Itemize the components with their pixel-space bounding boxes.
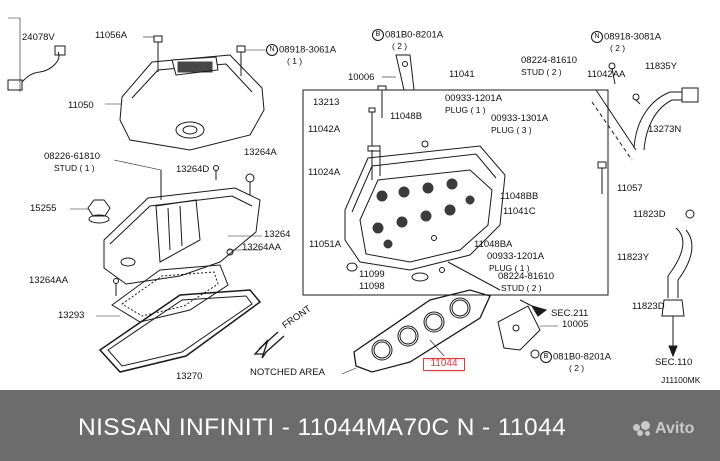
caption-bar xyxy=(0,390,720,461)
label-qty: ( 2 ) xyxy=(610,43,626,53)
label-13213: 13213 xyxy=(313,97,340,108)
cylinder-head-drawing xyxy=(344,85,506,291)
n-circle-icon: N xyxy=(266,44,278,56)
avito-brand-text: Avito xyxy=(655,420,695,437)
label-11024a: 11024A xyxy=(308,167,341,178)
engine-cover-drawing xyxy=(105,54,265,151)
label-11098: 11098 xyxy=(359,281,385,292)
front-arrow-drawing xyxy=(253,331,285,359)
bolt-08918-drawing xyxy=(236,45,266,76)
label-11057: 11057 xyxy=(617,183,643,194)
label-11042a: 11042A xyxy=(308,124,341,135)
avito-dots-icon xyxy=(633,420,655,437)
label-11823y: 11823Y xyxy=(617,252,650,263)
label-stud: STUD ( 2 ) xyxy=(521,67,562,77)
lifting-bracket-10006-drawing xyxy=(382,54,415,91)
label-11048bb: 11048BB xyxy=(500,191,539,202)
blowby-hose-drawing xyxy=(591,62,699,358)
label-11823d-top: 11823D xyxy=(633,209,666,220)
label-stud: STUD ( 2 ) xyxy=(501,283,542,293)
label-08224-81610-bottom: 08224-81610 xyxy=(498,271,554,282)
label-13264aa-left: 13264AA xyxy=(29,275,69,286)
label-00933-1301a: 00933-1301A xyxy=(491,113,549,124)
label-11051a: 11051A xyxy=(309,239,342,250)
label-sec-110: SEC.110 xyxy=(655,357,693,368)
bolt-11056a-drawing xyxy=(143,35,163,72)
label-15255: 15255 xyxy=(30,203,57,214)
label-00933-1201a-bottom: 00933-1201A xyxy=(487,251,545,262)
highlighted-part-11044: 11044 xyxy=(423,358,465,371)
part-number-caption: NISSAN INFINITI - 11044MA70C N - 11044 xyxy=(78,414,567,441)
label-11056a: 11056A xyxy=(95,30,128,41)
label-24078v: 24078V xyxy=(22,32,55,43)
label-notched-area: NOTCHED AREA xyxy=(250,367,325,378)
label-j11100mk: J11100MK xyxy=(661,375,701,385)
label-08226-61810: 08226-61810 xyxy=(44,151,100,162)
label-qty: ( 2 ) xyxy=(569,363,585,373)
label-13293: 13293 xyxy=(58,310,85,321)
label-11050: 11050 xyxy=(68,100,94,111)
label-qty: ( 2 ) xyxy=(392,41,408,51)
b-circle-icon: B xyxy=(540,351,552,363)
label-stud: STUD ( 1 ) xyxy=(54,163,95,173)
bracket-10005-drawing xyxy=(497,305,558,359)
label-plug: PLUG ( 1 ) xyxy=(445,105,486,115)
label-11048ba: 11048BA xyxy=(474,239,513,250)
label-13264aa-right: 13264AA xyxy=(242,242,282,253)
rocker-gasket-drawing xyxy=(96,264,262,373)
label-11041: 11041 xyxy=(449,69,475,80)
label-00933-1201a-top: 00933-1201A xyxy=(445,93,503,104)
sensor-harness-drawing xyxy=(7,17,66,92)
label-qty: ( 1 ) xyxy=(287,56,303,66)
label-11823d-bottom: 11823D xyxy=(632,301,665,312)
label-13264d: 13264D xyxy=(176,164,210,175)
cylinder-head-frame xyxy=(302,89,609,296)
label-13273n: 13273N xyxy=(648,124,682,135)
rocker-cover-drawing xyxy=(103,187,262,285)
oil-filler-cap-drawing xyxy=(70,199,111,224)
label-10006: 10006 xyxy=(348,72,375,83)
head-gasket-drawing xyxy=(353,289,491,373)
label-13270: 13270 xyxy=(176,371,203,382)
avito-watermark: Avito xyxy=(633,420,694,438)
label-plug: PLUG ( 1 ) xyxy=(489,263,530,273)
label-plug: PLUG ( 3 ) xyxy=(491,125,532,135)
label-11835y: 11835Y xyxy=(645,61,678,72)
label-13264: 13264 xyxy=(264,229,291,240)
stud-08226-drawing xyxy=(113,159,255,200)
n-circle-icon: N xyxy=(591,31,603,43)
label-sec-211: SEC.211 xyxy=(551,308,589,319)
label-08224-81610-top: 08224-81610 xyxy=(521,55,577,66)
diagram-drawing xyxy=(7,17,699,375)
label-11048b-top: 11048B xyxy=(390,111,423,122)
label-11042aa: 11042AA xyxy=(587,69,626,80)
label-11099: 11099 xyxy=(359,269,385,280)
b-circle-icon: B xyxy=(372,29,384,41)
label-10005: 10005 xyxy=(562,319,589,330)
label-13264a: 13264A xyxy=(244,147,277,158)
label-11041c: 11041C xyxy=(503,206,536,217)
